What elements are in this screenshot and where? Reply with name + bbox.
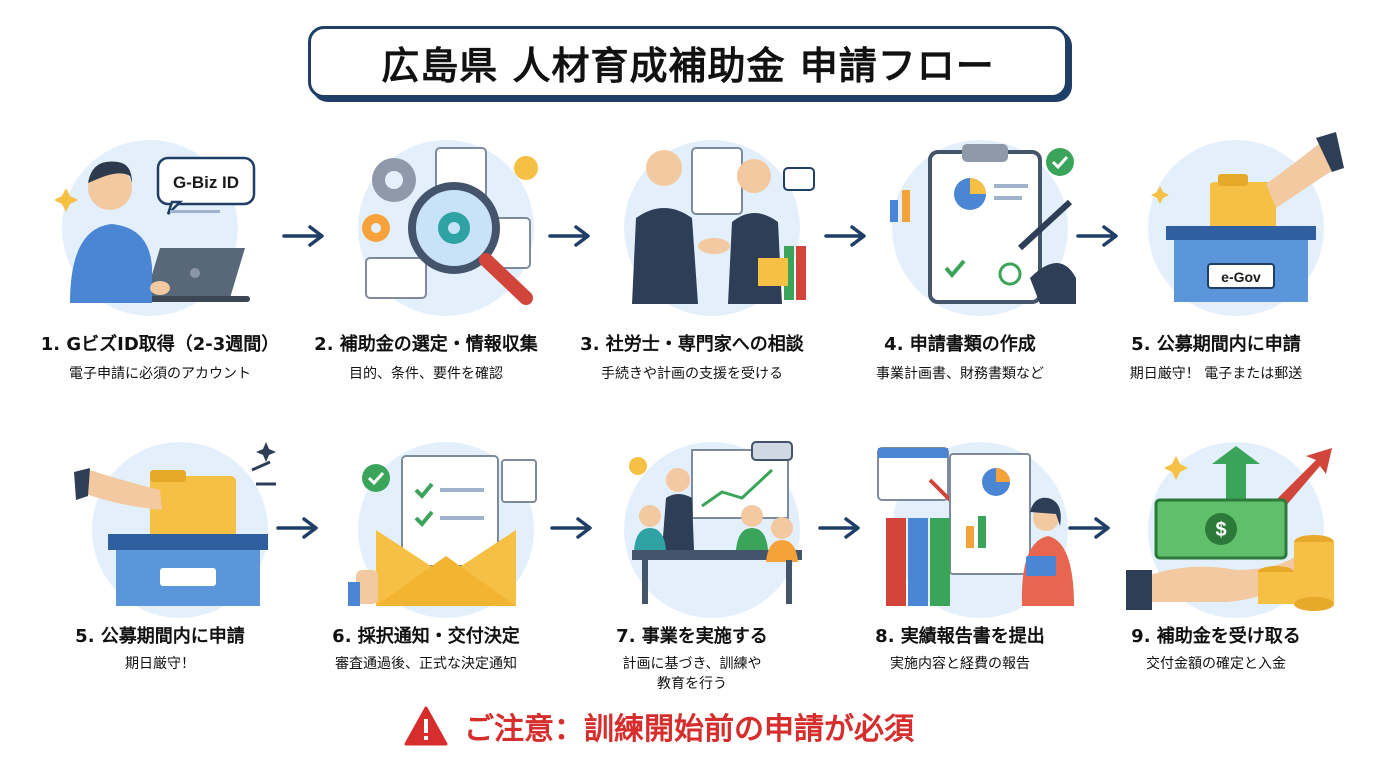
arrow-right-icon [818, 517, 860, 539]
training-meeting-illustration [624, 441, 802, 618]
step-5-egov-sub: 期日厳守！ 電子または郵送 [1129, 366, 1303, 382]
title-box: 広島県 人材育成補助金 申請フロー [308, 26, 1068, 98]
envelope-checklist-illustration [348, 442, 537, 618]
step-4-sub: 事業計画書、財務書類など [876, 366, 1044, 382]
step-6-sub: 審査通過後、正式な決定通知 [335, 656, 517, 672]
arrow-right-icon [1068, 517, 1110, 539]
report-binders-illustration [877, 442, 1074, 618]
step-7-label: 7. 事業を実施する [616, 626, 768, 647]
step-5-label: 5. 公募期間内に申請 [75, 626, 245, 647]
step-7-sub-line1: 計画に基づき、訓練や [622, 656, 762, 672]
step-2-sub: 目的、条件、要件を確認 [349, 366, 503, 382]
page-title: 広島県 人材育成補助金 申請フロー [381, 43, 995, 88]
submit-box-illustration: e-Gov [1148, 132, 1344, 316]
clipboard-pen-illustration [890, 140, 1076, 316]
dollar-sign: $ [1215, 519, 1226, 541]
step-5-egov-label: 5. 公募期間内に申請 [1131, 334, 1301, 355]
step-9-sub: 交付金額の確定と入金 [1146, 656, 1286, 672]
warning-icon [404, 706, 448, 746]
warning-banner: ご注意：訓練開始前の申請が必須 [404, 700, 974, 752]
step-8-sub: 実施内容と経費の報告 [890, 656, 1030, 672]
gbiz-badge: G-Biz ID [173, 173, 239, 192]
arrow-right-icon [276, 517, 318, 539]
step-6-label: 6. 採択通知・交付決定 [332, 626, 520, 647]
arrow-right-icon [550, 517, 592, 539]
person-laptop-illustration: G-Biz ID [54, 140, 256, 316]
step-1-sub: 電子申請に必須のアカウント [69, 366, 251, 382]
step-1-label: 1. GビズID取得（2-3週間） [40, 334, 280, 355]
step-2-label: 2. 補助金の選定・情報収集 [314, 334, 538, 355]
money-receive-illustration: $ [1126, 442, 1334, 618]
step-4-label: 4. 申請書類の作成 [884, 334, 1036, 355]
step-3-sub: 手続きや計画の支援を受ける [601, 366, 783, 382]
step-7-sub-line2: 教育を行う [657, 676, 727, 692]
step-5-sub: 期日厳守！ [125, 656, 195, 672]
step-9-label: 9. 補助金を受け取る [1131, 626, 1301, 647]
arrow-right-icon [548, 225, 590, 247]
magnifier-gears-illustration [358, 140, 538, 316]
step-8-label: 8. 実績報告書を提出 [875, 626, 1045, 647]
step-3-label: 3. 社労士・専門家への相談 [580, 334, 804, 355]
folder-box-illustration [74, 442, 276, 618]
warning-text: ご注意：訓練開始前の申請が必須 [464, 712, 914, 747]
handshake-illustration [624, 140, 815, 316]
arrow-right-icon [1076, 225, 1118, 247]
arrow-right-icon [824, 225, 866, 247]
arrow-right-icon [282, 225, 324, 247]
egov-badge: e-Gov [1221, 269, 1261, 285]
